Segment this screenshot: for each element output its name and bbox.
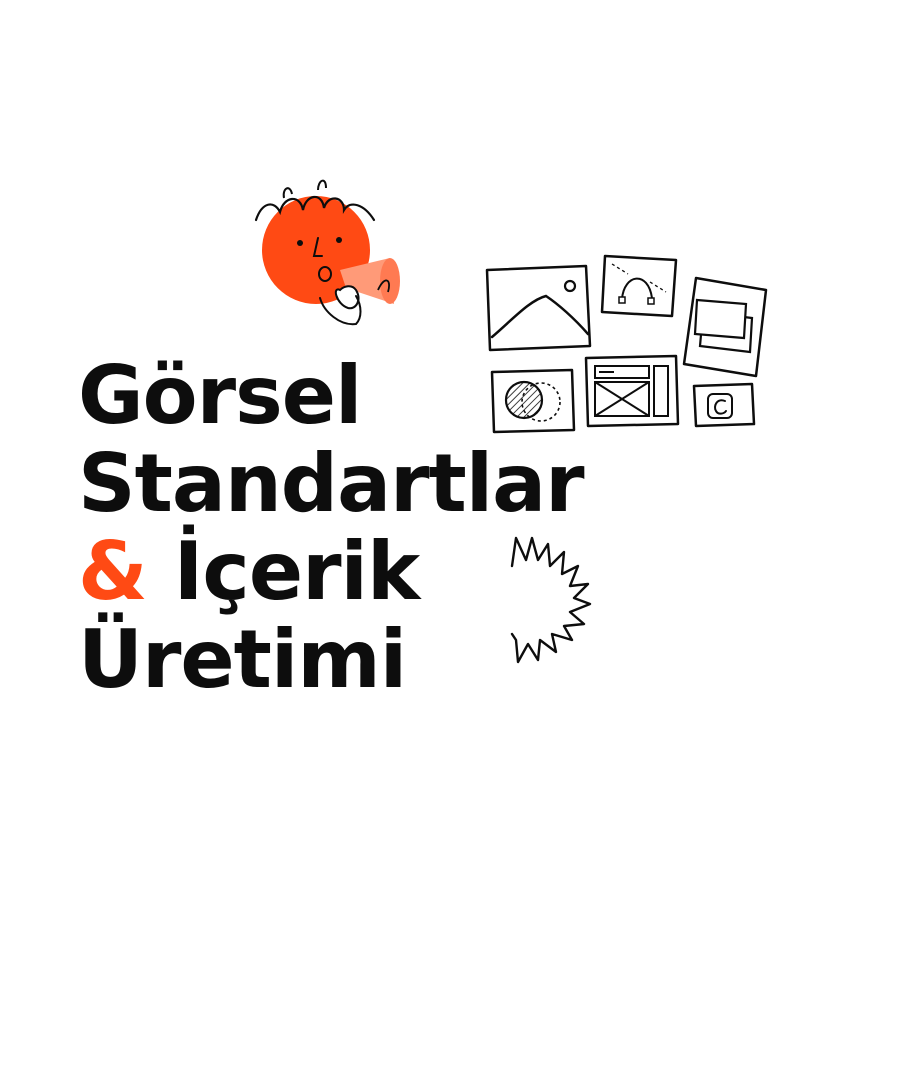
bezier-curve-icon [600, 254, 678, 318]
ampersand: & [78, 525, 148, 618]
headline: Görsel Standartlar & İçerik Üretimi [78, 349, 585, 706]
layout-wireframe-icon [584, 354, 680, 428]
headline-line-2: Standartlar [78, 437, 585, 530]
layers-frame-icon [682, 276, 768, 378]
headline-line-4: Üretimi [78, 613, 407, 706]
character-with-megaphone-icon [254, 179, 400, 326]
image-frame-icon [485, 264, 592, 352]
headline-line-1: Görsel [78, 349, 362, 442]
headline-line-3-text: İçerik [173, 525, 421, 618]
headline-line-3: & İçerik [78, 528, 584, 616]
starburst-icon [510, 536, 592, 664]
copyright-icon [692, 382, 756, 428]
color-circle-icon [490, 368, 576, 434]
